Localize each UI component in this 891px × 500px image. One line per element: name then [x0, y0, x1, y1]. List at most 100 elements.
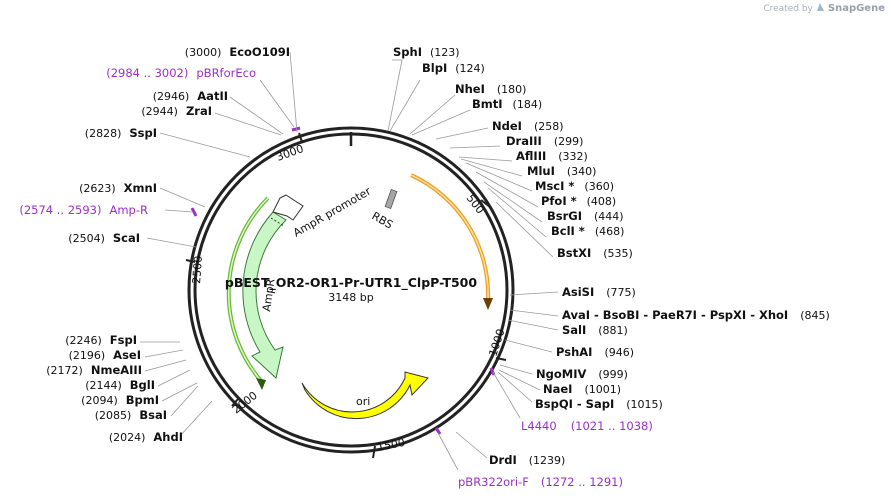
map-label-part: (332)	[558, 150, 588, 163]
map-label-part: XmnI	[124, 181, 157, 195]
backbone-outer	[187, 126, 515, 454]
rbs-label: RBS	[370, 209, 396, 231]
map-label-part: (444)	[594, 210, 624, 223]
left-leader-lines	[140, 51, 298, 437]
ampr-label: AmpR	[260, 278, 277, 313]
map-label-part: (184)	[513, 98, 543, 111]
map-label-part: (2144)	[85, 379, 122, 392]
svg-text:(2024)AhdI: (2024)AhdI	[109, 430, 183, 444]
svg-text:(2944)ZraI: (2944) ZraI	[141, 104, 212, 118]
map-label-part: NmeAIII	[91, 363, 142, 377]
svg-text:AsiSI(775): AsiSI(775)	[562, 285, 636, 299]
svg-text:SphI(123): SphI(123)	[393, 45, 460, 59]
primer-label-pbrforeco: (2984 .. 3002)pBRforEco	[106, 66, 256, 80]
svg-text:(2946)AatII: (2946) AatII	[153, 89, 228, 103]
map-label-part: (1239)	[529, 454, 566, 467]
map-label-part: (2246)	[65, 334, 102, 347]
svg-text:PfoI *(408): PfoI * (408)	[541, 194, 616, 208]
map-label-part: (124)	[455, 62, 485, 75]
svg-text:NaeI(1001): NaeI (1001)	[543, 382, 621, 396]
map-label-part: BsrGI	[547, 209, 582, 223]
map-label-part: ZraI	[186, 104, 212, 118]
map-label-part: (2196)	[69, 349, 106, 362]
map-label-part: AatII	[197, 89, 228, 103]
map-label-part: (1021 .. 1038)	[571, 419, 653, 433]
map-label-part: Amp-R	[109, 203, 148, 217]
map-label-part: AsiSI	[562, 285, 594, 299]
map-label-part: (881)	[598, 324, 628, 337]
map-label-part: NdeI	[492, 119, 522, 133]
plasmid-name: pBEST_OR2-OR1-Pr-UTR1_ClpP-T500	[225, 275, 477, 291]
tick-marks	[185, 132, 507, 459]
ampr-promoter-label: AmpR promoter	[291, 184, 374, 239]
map-label-part: BpmI	[126, 393, 159, 407]
snapgene-credit: Created by SnapGene	[763, 2, 885, 15]
svg-text:AvaI - BsoBI - PaeR7I - PspXI: AvaI - BsoBI - PaeR7I - PspXI - XhoI (845…	[562, 308, 830, 322]
green-arrow-head	[256, 378, 266, 390]
svg-text:BstXI(535): BstXI(535)	[557, 246, 633, 260]
svg-text:(2196)AseI: (2196)AseI	[69, 348, 141, 362]
svg-text:BclI *(468): BclI *(468)	[551, 224, 624, 238]
map-label-part: BglI	[130, 378, 155, 392]
svg-text:BsrGI(444): BsrGI (444)	[547, 209, 624, 223]
map-label-part: (3000)	[185, 46, 222, 59]
map-label-part: NaeI	[543, 382, 572, 396]
map-label-part: (2944)	[141, 105, 178, 118]
map-label-part: (2094)	[81, 394, 118, 407]
primer-label-amp-r: (2574 .. 2593)Amp-R	[19, 203, 148, 217]
snapgene-logo-icon	[816, 2, 825, 15]
svg-text:(2085)BsaI: (2085) BsaI	[95, 408, 167, 422]
svg-text:PshAI(946): PshAI (946)	[556, 345, 634, 359]
map-label-part: BspQI - SapI	[535, 397, 614, 411]
map-label-part: (2085)	[95, 409, 132, 422]
map-label-part: BlpI	[422, 61, 447, 75]
feature-arc-green-core	[227, 197, 269, 383]
ori-label: ori	[356, 395, 370, 408]
credit-brand: SnapGene	[827, 3, 885, 14]
feature-ori	[301, 371, 429, 420]
feature-ampr	[242, 211, 287, 379]
map-label-part: AvaI - BsoBI - PaeR7I - PspXI - XhoI	[562, 308, 788, 322]
svg-text:(2094)BpmI: (2094) BpmI	[81, 393, 159, 407]
map-label-part: L4440	[521, 419, 557, 433]
svg-text:BspQI - SapI(1015): BspQI - SapI (1015)	[535, 397, 663, 411]
map-label-part: (2946)	[153, 90, 190, 103]
map-label-part: (123)	[430, 46, 460, 59]
map-label-part: (258)	[534, 120, 564, 133]
map-label-part: (845)	[800, 309, 830, 322]
svg-text:(2828)SspI: (2828)SspI	[85, 126, 157, 140]
svg-text:NheI(180): NheI(180)	[455, 82, 526, 96]
svg-text:BmtI(184): BmtI(184)	[472, 97, 542, 111]
map-label-part: MluI	[527, 164, 555, 178]
svg-text:(3000)EcoO109I: (3000)EcoO109I	[185, 45, 290, 59]
map-label-part: (408)	[587, 195, 617, 208]
map-label-part: (2172)	[46, 364, 83, 377]
feature-rbs	[384, 189, 398, 209]
map-label-part: pBR322ori-F	[458, 475, 529, 489]
right-leader-lines	[387, 59, 559, 471]
map-label-part: (2828)	[85, 127, 122, 140]
map-label-part: (1272 .. 1291)	[541, 475, 623, 489]
svg-text:(2144)BglI: (2144) BglI	[85, 378, 155, 392]
map-label-part: (360)	[584, 180, 614, 193]
right-site-labels: SphI(123) BlpI(124) NheI(180) BmtI(184) …	[393, 45, 830, 467]
map-label-part: DraIII	[506, 134, 542, 148]
map-label-part: PshAI	[556, 345, 592, 359]
map-label-part: (1001)	[584, 383, 621, 396]
map-label-part: BsaI	[139, 408, 167, 422]
map-label-part: (468)	[595, 225, 625, 238]
map-label-part: (2984 .. 3002)	[106, 66, 188, 80]
credit-prefix: Created by	[763, 3, 813, 14]
map-label-part: (946)	[604, 346, 634, 359]
svg-text:(2623)XmnI: (2623)XmnI	[79, 181, 157, 195]
svg-text:AflIII(332): AflIII(332)	[516, 149, 588, 163]
map-label-part: (2504)	[68, 232, 105, 245]
map-label-part: PfoI *	[541, 194, 577, 208]
svg-text:SalI(881): SalI(881)	[562, 323, 628, 337]
map-label-part: (1015)	[626, 398, 663, 411]
map-label-part: ScaI	[113, 231, 140, 245]
map-label-part: MscI *	[535, 179, 574, 193]
map-label-part: (340)	[567, 165, 597, 178]
